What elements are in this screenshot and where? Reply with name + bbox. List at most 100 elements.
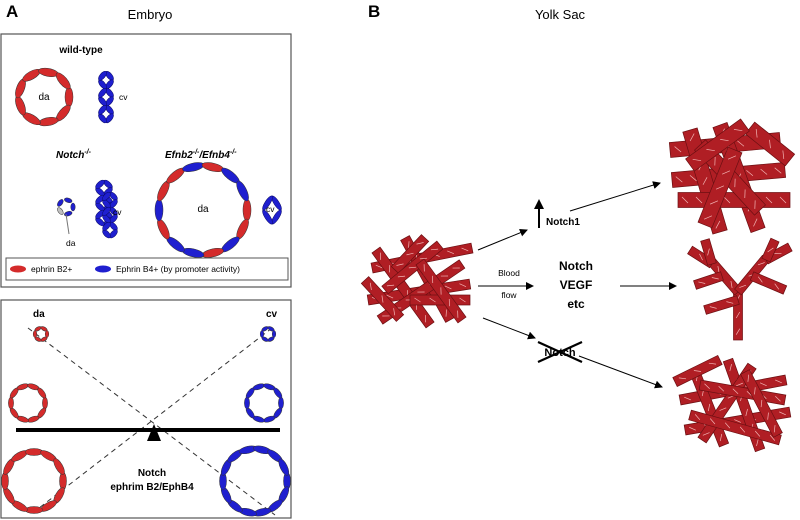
arrow-to-top-network <box>569 181 661 212</box>
notch-mutant-label: Notch-/- <box>56 149 92 161</box>
arrow-to-crossed-notch <box>482 317 536 340</box>
endothelial-nucleus <box>702 432 710 436</box>
vessel-segment <box>697 146 743 229</box>
vessel-segment <box>381 240 444 295</box>
endothelial-nucleus <box>709 200 719 205</box>
endothelial-nucleus <box>459 297 466 303</box>
endothelial-nucleus <box>736 382 743 387</box>
endothelial-nucleus <box>440 287 442 295</box>
endothelial-cell <box>55 72 71 90</box>
endothelial-nucleus <box>760 399 763 408</box>
fulcrum-triangle <box>147 424 161 441</box>
endothelial-cell <box>70 202 76 212</box>
endothelial-cell <box>102 221 111 231</box>
panel-a-letter: A <box>6 2 18 21</box>
wildtype-da-ring <box>15 67 74 127</box>
balance-da-large <box>1 448 67 514</box>
legend-red-label: ephrin B2+ <box>31 264 72 274</box>
notch1-label: Notch1 <box>546 217 580 228</box>
legend-blue-label: Ephrin B4+ (by promoter activity) <box>116 264 240 274</box>
endothelial-nucleus <box>718 386 725 392</box>
endothelial-cell <box>201 162 224 172</box>
endothelial-nucleus <box>406 252 414 256</box>
endothelial-nucleus <box>756 438 759 447</box>
vessel-wall <box>703 295 740 315</box>
notch-da-pointer <box>65 213 70 235</box>
vessel-segment <box>360 276 405 322</box>
endothelial-nucleus <box>678 377 687 380</box>
efnb-mutant-da-ring <box>154 162 252 258</box>
dashed-line-up <box>29 327 273 516</box>
arrow-to-bottom-network <box>578 355 663 389</box>
vessel-segment <box>749 271 788 295</box>
endothelial-cell <box>38 117 59 127</box>
endothelial-cell <box>102 206 111 216</box>
endothelial-nucleus <box>375 264 383 269</box>
notch-da-label: da <box>66 238 76 248</box>
endothelial-nucleus <box>754 200 756 209</box>
endothelial-nucleus <box>381 295 384 303</box>
vessel-segment <box>744 121 796 167</box>
wildtype-da-label: da <box>38 92 50 103</box>
endothelial-nucleus <box>689 175 697 182</box>
top-vessel-network <box>668 118 796 235</box>
endothelial-nucleus <box>733 129 743 132</box>
endothelial-nucleus <box>699 253 703 261</box>
endothelial-cell <box>267 336 275 342</box>
endothelial-cell <box>236 180 249 202</box>
endothelial-nucleus <box>695 196 703 204</box>
endothelial-nucleus <box>693 370 702 372</box>
endothelial-nucleus <box>735 328 741 335</box>
endothelial-cell <box>154 198 164 222</box>
endothelial-nucleus <box>747 374 750 382</box>
endothelial-cell <box>273 387 283 399</box>
endothelial-cell <box>98 87 107 98</box>
notch-mutant-da-vessel <box>57 197 76 217</box>
panel-b-title: Yolk Sac <box>535 7 586 22</box>
endothelial-nucleus <box>773 425 776 433</box>
endothelial-nucleus <box>429 297 436 303</box>
wildtype-cv-label: cv <box>119 92 128 102</box>
vessel-wall <box>685 118 750 172</box>
endothelial-nucleus <box>425 315 427 323</box>
endothelial-nucleus <box>707 248 710 256</box>
endothelial-cell <box>259 330 265 338</box>
balance-da-label: da <box>33 309 45 320</box>
vessel-segment <box>761 237 780 263</box>
vessel-segment <box>672 355 723 387</box>
fulcrum-label-line2: ephrim B2/EphB4 <box>110 482 194 493</box>
endothelial-nucleus <box>730 281 733 289</box>
endothelial-nucleus <box>675 176 683 183</box>
endothelial-cell <box>95 179 105 189</box>
endothelial-nucleus <box>767 247 774 253</box>
vessel-segment <box>677 192 791 208</box>
vessel-segment <box>740 369 783 438</box>
balance-da-small <box>32 326 50 342</box>
endothelial-nucleus <box>769 139 771 149</box>
balance-da-medium <box>8 383 48 423</box>
endothelial-nucleus <box>757 262 765 266</box>
endothelial-nucleus <box>734 419 741 423</box>
cross-stroke-2 <box>537 340 583 364</box>
endothelial-nucleus <box>724 422 731 429</box>
endothelial-nucleus <box>369 282 372 290</box>
vessel-segment <box>688 409 782 446</box>
endothelial-nucleus <box>452 267 460 269</box>
balance-box <box>0 299 292 519</box>
endothelial-nucleus <box>774 167 782 174</box>
endothelial-nucleus <box>457 310 459 318</box>
endothelial-nucleus <box>754 430 761 437</box>
endothelial-nucleus <box>720 139 729 142</box>
endothelial-nucleus <box>414 297 421 303</box>
endothelial-cell <box>44 330 50 338</box>
endothelial-nucleus <box>715 220 721 229</box>
endothelial-nucleus <box>707 403 711 412</box>
endothelial-cell <box>57 207 64 215</box>
endothelial-nucleus <box>719 433 723 442</box>
wild-type-label: wild-type <box>58 45 103 56</box>
endothelial-cell <box>57 199 64 207</box>
middle-vessel-tree <box>687 237 793 341</box>
endothelial-nucleus <box>432 275 434 284</box>
endothelial-cell <box>244 396 250 410</box>
efnb-mutant-cv-vessel <box>262 195 282 225</box>
